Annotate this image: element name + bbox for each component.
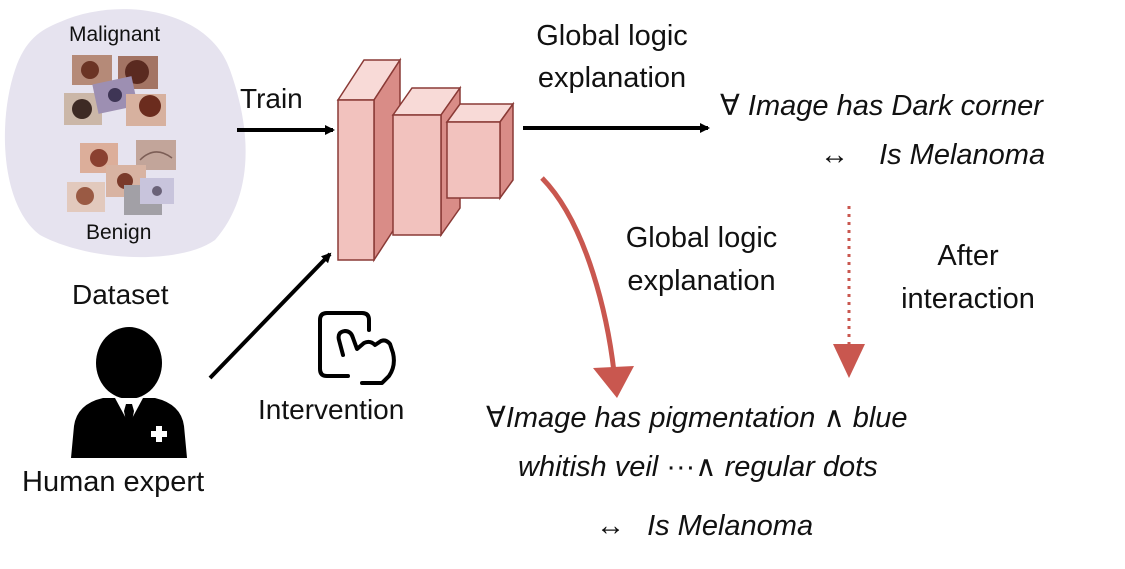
- benign-label: Benign: [86, 221, 152, 244]
- forall-symbol: ∀: [486, 402, 506, 434]
- explanation-after-text2a: whitish veil: [518, 451, 659, 483]
- explanation-arrow-curved: [540, 176, 634, 398]
- iff-symbol: ↔: [596, 510, 625, 542]
- malignant-label: Malignant: [69, 23, 161, 46]
- dataset-caption: Dataset: [72, 279, 169, 310]
- cnn-layer-2: [391, 85, 462, 238]
- human-expert-caption: Human expert: [22, 466, 205, 498]
- global-logic-top-line2: explanation: [537, 62, 687, 94]
- cnn-layer-1: [336, 57, 402, 263]
- forall-symbol: ∀: [720, 90, 740, 122]
- global-logic-mid-line1: Global logic: [625, 222, 778, 254]
- and-symbol: ∧: [695, 451, 717, 483]
- human-expert-icon: [71, 327, 187, 458]
- dataset-blob: [4, 9, 246, 258]
- dots-symbol: ···: [666, 451, 696, 483]
- after-interaction-line1: After: [937, 240, 999, 272]
- malignant-images: [64, 55, 166, 126]
- explanation-after-text1a: Image has pigmentation: [505, 402, 816, 434]
- explanation-after-line2: whitish veil ···∧ regular dots: [518, 453, 878, 482]
- benign-images: [67, 140, 176, 215]
- explanation-before-line1: ∀ Image has Dark corner: [720, 92, 1043, 121]
- explanation-after-line3: ↔ Is Melanoma: [596, 512, 813, 541]
- explanation-after-text1b: blue: [852, 402, 908, 434]
- explanation-after-text2b: regular dots: [724, 451, 878, 483]
- explanation-before-text2: Is Melanoma: [879, 139, 1046, 171]
- cnn-layer-3: [445, 101, 515, 201]
- train-label: Train: [240, 83, 303, 114]
- intervention-arrow: [208, 252, 332, 380]
- after-interaction-arrow: [833, 206, 865, 378]
- iff-symbol: ↔: [820, 139, 849, 171]
- global-logic-top-line1: Global logic: [536, 20, 688, 52]
- explanation-before-text1: Image has Dark corner: [747, 90, 1043, 122]
- and-symbol: ∧: [823, 402, 845, 434]
- explanation-after-line1: ∀Image has pigmentation ∧ blue: [486, 404, 908, 433]
- explanation-before-line2: ↔ Is Melanoma: [820, 141, 1045, 170]
- explanation-after-text3: Is Melanoma: [647, 510, 814, 542]
- global-logic-mid-line2: explanation: [627, 265, 776, 297]
- intervention-label: Intervention: [258, 394, 405, 425]
- after-interaction-line2: interaction: [901, 283, 1035, 315]
- hand-touch-icon: [318, 311, 396, 385]
